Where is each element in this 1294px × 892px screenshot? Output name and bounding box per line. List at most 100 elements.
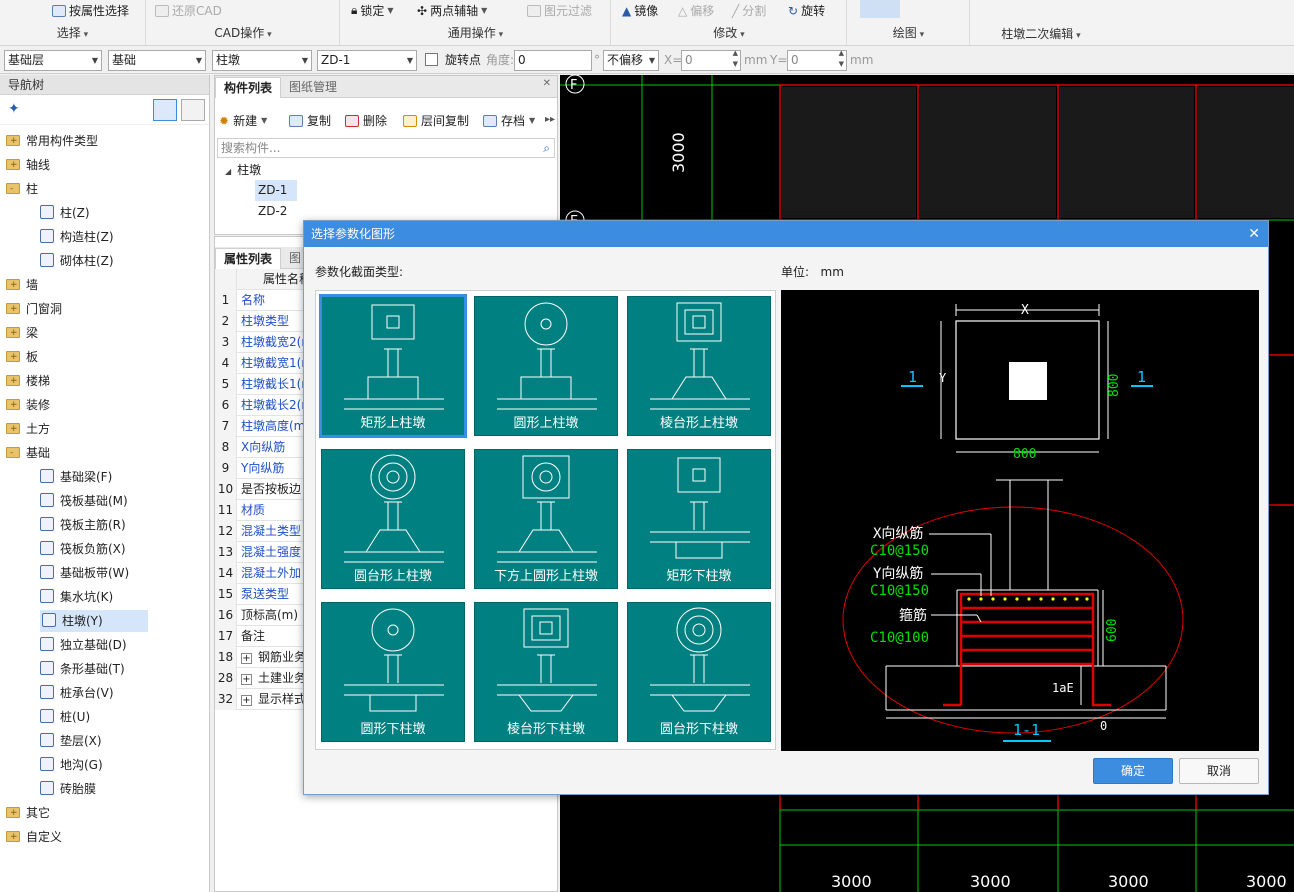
- tab-component-list[interactable]: 构件列表: [215, 77, 282, 98]
- restore-cad-button[interactable]: 还原CAD: [155, 2, 222, 19]
- component-select[interactable]: ZD-1▼: [317, 50, 417, 71]
- nav-item[interactable]: 砌体柱(Z): [40, 250, 114, 272]
- property-row-number: 12: [215, 521, 237, 542]
- panel-view-icon[interactable]: [181, 99, 205, 121]
- pin-icon[interactable]: ✦: [8, 101, 20, 117]
- shape-tile[interactable]: 矩形下柱墩: [627, 449, 771, 589]
- nav-item[interactable]: 独立基础(D): [40, 634, 127, 656]
- nav-item-label: 砌体柱(Z): [60, 254, 114, 268]
- type-select[interactable]: 柱墩▼: [212, 50, 312, 71]
- nav-item[interactable]: 柱墩(Y): [40, 610, 148, 632]
- property-row-number: 8: [215, 437, 237, 458]
- lock-button[interactable]: 🔒︎锁定▼: [351, 3, 394, 18]
- nav-item[interactable]: 轴线: [6, 154, 50, 176]
- point-draw-button[interactable]: [860, 0, 900, 18]
- tree-root[interactable]: ◢柱墩: [225, 163, 262, 177]
- mirror-button[interactable]: ▲镜像: [622, 3, 659, 19]
- tab-property-list[interactable]: 属性列表: [215, 248, 282, 269]
- ribbon-group-label[interactable]: 绘图: [848, 24, 969, 41]
- new-button[interactable]: ✹新建▼: [219, 113, 268, 129]
- nav-item[interactable]: 板: [6, 346, 38, 368]
- nav-item[interactable]: 地沟(G): [40, 754, 103, 776]
- nav-item[interactable]: 筏板负筋(X): [40, 538, 126, 560]
- two-point-axis-button[interactable]: ✣两点辅轴▼: [417, 3, 488, 19]
- shape-tile[interactable]: 圆台形下柱墩: [627, 602, 771, 742]
- nav-item[interactable]: 其它: [6, 802, 50, 824]
- expand-icon[interactable]: +: [241, 653, 252, 664]
- nav-item[interactable]: 条形基础(T): [40, 658, 125, 680]
- y-unit: mm: [850, 53, 874, 67]
- ribbon-group-label[interactable]: 通用操作: [341, 24, 610, 41]
- close-icon[interactable]: ✕: [542, 78, 551, 89]
- shape-tile[interactable]: 圆形上柱墩: [474, 296, 618, 436]
- nav-item[interactable]: 楼梯: [6, 370, 50, 392]
- x-offset-input[interactable]: 0▲▼: [681, 49, 741, 71]
- shape-diagram: [497, 608, 597, 712]
- close-icon[interactable]: ✕: [1248, 226, 1260, 242]
- shape-tile[interactable]: 圆形下柱墩: [321, 602, 465, 742]
- shape-tile[interactable]: 下方上圆形上柱墩: [474, 449, 618, 589]
- ribbon-group-label[interactable]: CAD操作: [147, 24, 339, 41]
- nav-item[interactable]: 常用构件类型: [6, 130, 98, 152]
- list-view-icon[interactable]: [153, 99, 177, 121]
- nav-item[interactable]: 基础板带(W): [40, 562, 129, 584]
- nav-item[interactable]: 柱: [6, 178, 38, 200]
- nav-item[interactable]: 桩承台(V): [40, 682, 114, 704]
- filter-icon: [52, 4, 66, 17]
- nav-item[interactable]: 墙: [6, 274, 38, 296]
- floor-copy-button[interactable]: 层间复制: [403, 112, 469, 129]
- nav-item[interactable]: 梁: [6, 322, 38, 344]
- shape-tile[interactable]: 棱台形下柱墩: [474, 602, 618, 742]
- shape-tile[interactable]: 圆台形上柱墩: [321, 449, 465, 589]
- element-filter-button[interactable]: 图元过滤: [527, 2, 592, 19]
- spinner-icon[interactable]: ▲▼: [838, 49, 844, 68]
- ribbon-group-label[interactable]: 选择: [0, 24, 145, 41]
- expand-icon[interactable]: +: [241, 674, 252, 685]
- nav-item[interactable]: 装修: [6, 394, 50, 416]
- shape-tile[interactable]: 矩形上柱墩: [319, 294, 467, 438]
- nav-item[interactable]: 桩(U): [40, 706, 90, 728]
- category-select[interactable]: 基础▼: [108, 50, 206, 71]
- nav-item[interactable]: 筏板基础(M): [40, 490, 128, 512]
- nav-item[interactable]: 柱(Z): [40, 202, 90, 224]
- shape-tile[interactable]: 棱台形上柱墩: [627, 296, 771, 436]
- nav-item[interactable]: 筏板主筋(R): [40, 514, 126, 536]
- nav-item[interactable]: 土方: [6, 418, 50, 440]
- archive-button[interactable]: 存档▼: [483, 112, 535, 129]
- spinner-icon[interactable]: ▲▼: [732, 49, 738, 68]
- component-search-input[interactable]: 搜索构件...⌕: [217, 138, 555, 158]
- nav-item[interactable]: 砖胎膜: [40, 778, 96, 800]
- ribbon-group-label[interactable]: 修改: [612, 24, 846, 41]
- offset-button[interactable]: △偏移: [678, 3, 715, 19]
- nav-item[interactable]: 集水坑(K): [40, 586, 113, 608]
- tab-drawing-manager[interactable]: 图纸管理: [289, 80, 338, 94]
- more-icon[interactable]: ▸▸: [545, 114, 556, 125]
- ok-button[interactable]: 确定: [1093, 758, 1173, 784]
- nav-item[interactable]: 基础: [6, 442, 50, 464]
- tab-drawing[interactable]: 图: [289, 251, 302, 265]
- rotate-button[interactable]: ↻旋转: [788, 3, 826, 19]
- floor-select[interactable]: 基础层▼: [4, 50, 102, 71]
- cancel-button[interactable]: 取消: [1179, 758, 1259, 784]
- copy-button[interactable]: 复制: [289, 112, 331, 129]
- angle-input[interactable]: 0: [514, 50, 592, 71]
- select-by-attribute-button[interactable]: 按属性选择: [52, 2, 129, 19]
- nav-item[interactable]: 垫层(X): [40, 730, 102, 752]
- rotate-point-checkbox[interactable]: [425, 53, 438, 66]
- component-icon: [40, 541, 54, 555]
- delete-button[interactable]: 删除: [345, 112, 387, 129]
- expand-icon[interactable]: +: [241, 695, 252, 706]
- nav-item[interactable]: 门窗洞: [6, 298, 62, 320]
- y-offset-input[interactable]: 0▲▼: [787, 49, 847, 71]
- nav-item[interactable]: 基础梁(F): [40, 466, 112, 488]
- nav-item[interactable]: 自定义: [6, 826, 62, 848]
- tree-item-zd1[interactable]: ZD-1: [255, 180, 297, 201]
- tree-item-zd2[interactable]: ZD-2: [258, 204, 288, 218]
- nav-item[interactable]: 构造柱(Z): [40, 226, 114, 248]
- folder-icon: [6, 418, 20, 440]
- split-button[interactable]: ╱分割: [732, 3, 767, 19]
- offset-mode-select[interactable]: 不偏移▼: [603, 50, 659, 71]
- shape-tile-label: 圆形下柱墩: [360, 722, 426, 737]
